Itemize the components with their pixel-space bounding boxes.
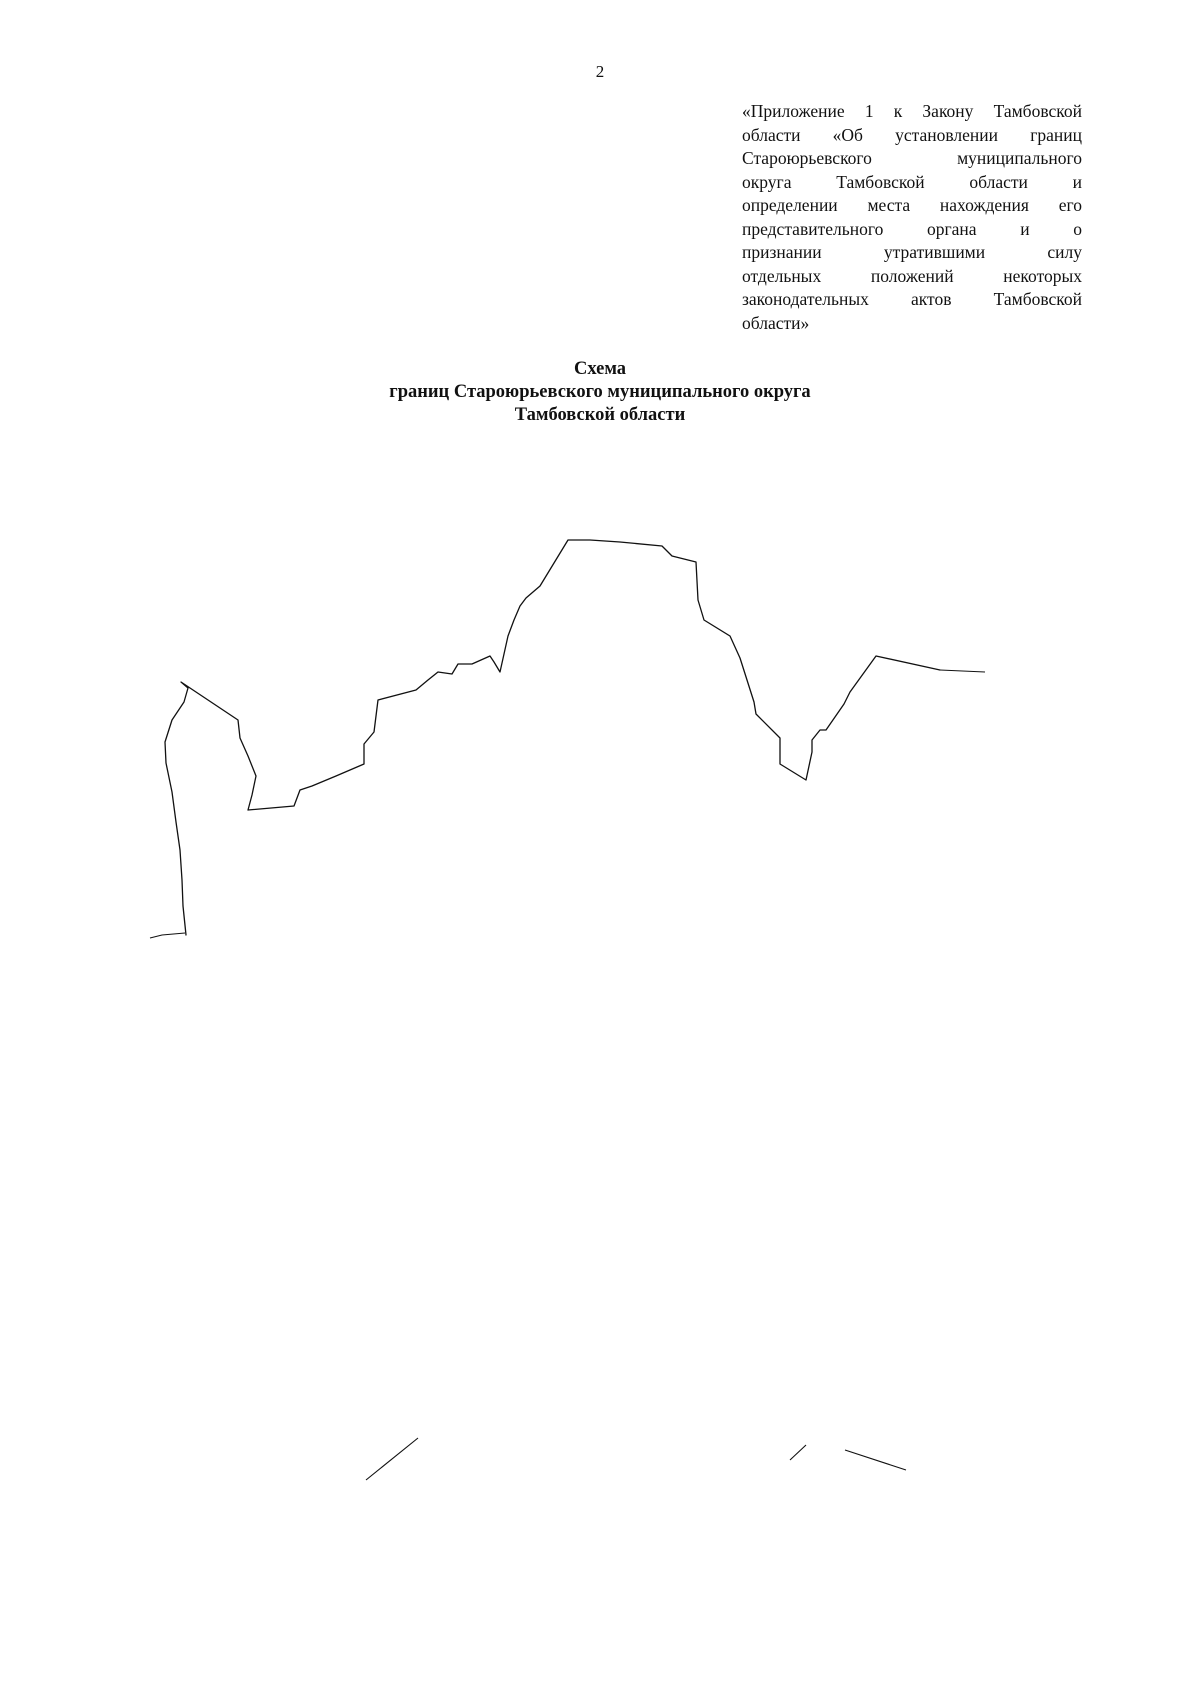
appendix-line: области «Об установлении границ — [742, 124, 1082, 145]
title-line-2: границ Староюрьевского муниципального ок… — [389, 382, 811, 402]
appendix-reference: «Приложение 1 к Закону Тамбовской област… — [742, 100, 1082, 335]
appendix-line: Староюрьевского муниципального — [742, 148, 1082, 168]
stub-b — [939, 669, 986, 673]
scheme-title: Схема границ Староюрьевского муниципальн… — [0, 358, 1200, 427]
appendix-line: «Приложение 1 к Закону Тамбовской — [742, 101, 1082, 121]
stub-g — [789, 1444, 807, 1461]
page-number: 2 — [595, 62, 605, 81]
appendix-line: определении места нахождения его — [742, 195, 1082, 215]
stub-d — [365, 1437, 419, 1481]
appendix-line: отдельных положений некоторых — [742, 265, 1082, 286]
appendix-line: представительного органа и о — [742, 218, 1082, 239]
appendix-line: признании утратившими силу — [742, 242, 1082, 262]
stub-v — [844, 1449, 907, 1471]
title-line-3: Тамбовской области — [514, 405, 686, 425]
appendix-line: области» — [742, 312, 810, 333]
title-line-1: Схема — [573, 359, 627, 379]
external-stubs — [149, 669, 986, 1481]
stub-a — [149, 932, 186, 939]
appendix-line: законодательных актов Тамбовской — [742, 289, 1082, 309]
boundary-north — [164, 539, 941, 936]
appendix-line: округа Тамбовской области и — [742, 171, 1082, 192]
